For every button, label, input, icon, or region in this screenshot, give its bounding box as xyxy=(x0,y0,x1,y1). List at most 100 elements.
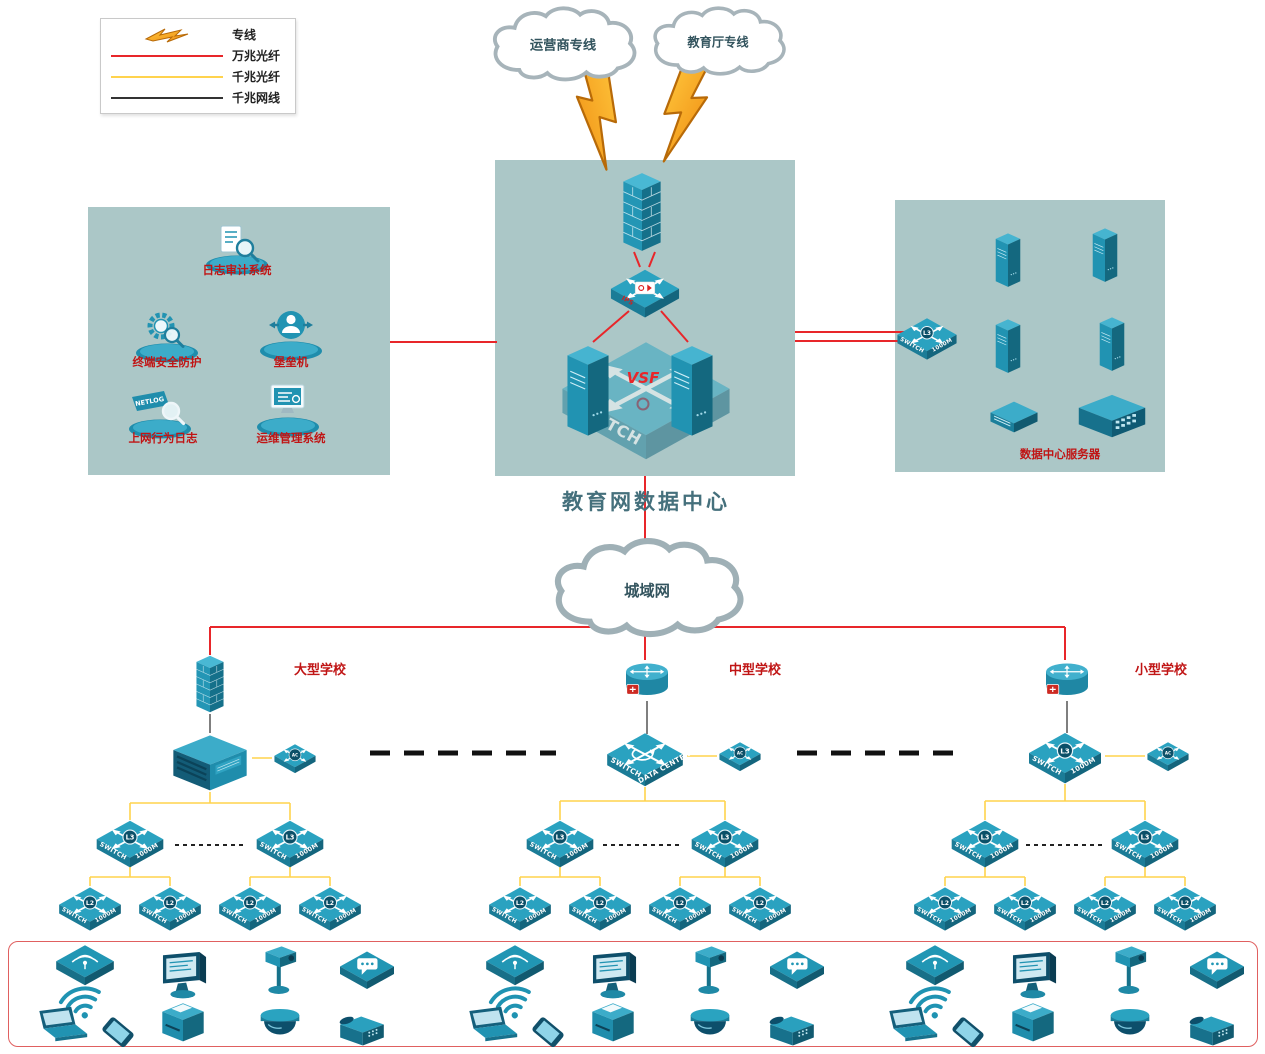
l3-badge: L3 xyxy=(923,331,931,337)
datacenter-switch: SWITCH 1000M L3 xyxy=(896,317,958,361)
smartphone-icon xyxy=(101,1016,135,1049)
l3-badge: L3 xyxy=(1060,746,1070,755)
medium-school-label: 中型学校 xyxy=(728,663,782,678)
education-line-cloud: 教育厅专线 xyxy=(653,6,786,76)
messaging-device-icon xyxy=(340,951,394,989)
vsf-label: VSF xyxy=(626,369,660,387)
l3-badge: L3 xyxy=(981,834,990,842)
legend-row-dedicated: 专线 xyxy=(111,24,285,45)
small-school-core-switch: SWITCH 1000M L3 xyxy=(1028,732,1102,785)
l2-badge: L2 xyxy=(166,900,174,907)
l2-badge: L2 xyxy=(756,900,764,907)
l2-badge: L2 xyxy=(596,900,604,907)
log-audit-icon xyxy=(206,225,268,275)
fax-phone-icon xyxy=(338,1015,384,1046)
camera-icon xyxy=(1115,946,1147,994)
large-school-ac-controller: AC xyxy=(273,743,317,774)
l3-badge: L3 xyxy=(1141,834,1150,842)
core-firewall xyxy=(622,172,662,252)
legend: 专线 万兆光纤 千兆光纤 千兆网线 xyxy=(100,18,296,114)
datacenter-server xyxy=(1092,228,1118,283)
l2-badge: L2 xyxy=(941,900,949,907)
education-cloud-label: 教育厅专线 xyxy=(686,34,749,49)
netlog-label: 上网行为日志 xyxy=(128,431,198,445)
desktop-icon xyxy=(162,951,207,1000)
ac-badge: AC xyxy=(737,751,743,756)
legend-row-1g-fiber: 千兆光纤 xyxy=(111,66,285,87)
l2-badge: L2 xyxy=(1101,900,1109,907)
storage-device xyxy=(990,401,1038,433)
camera-icon xyxy=(695,946,727,994)
ops-management-icon xyxy=(257,384,319,437)
legend-row-10g-fiber: 万兆光纤 xyxy=(111,45,285,66)
datacenter-server xyxy=(1099,317,1125,372)
ac-badge: AC xyxy=(1165,751,1171,756)
fax-phone-icon xyxy=(768,1015,814,1046)
man-cloud: 城域网 xyxy=(536,538,758,640)
desktop-icon xyxy=(592,951,637,1000)
dome-camera-icon xyxy=(260,1008,300,1036)
small-school-router xyxy=(1045,662,1089,696)
medium-school-ac-controller: AC xyxy=(718,741,762,772)
l2-badge: L2 xyxy=(86,900,94,907)
printer-icon xyxy=(591,1002,635,1043)
datacenter-title: 教育网数据中心 xyxy=(562,490,730,514)
dome-camera-icon xyxy=(690,1008,730,1036)
laptop-icon xyxy=(39,1006,88,1042)
l2-badge: L2 xyxy=(246,900,254,907)
vsf-server-2 xyxy=(670,345,714,437)
legend-label: 万兆光纤 xyxy=(232,49,281,63)
l3-badge: L3 xyxy=(286,834,295,842)
terminal-security-label: 终端安全防护 xyxy=(132,355,202,369)
medium-school-router xyxy=(625,662,669,696)
datacenter-server xyxy=(995,319,1021,374)
messaging-device-icon xyxy=(1190,951,1244,989)
datacenter-server xyxy=(995,233,1021,288)
l3-badge: L3 xyxy=(556,834,565,842)
ops-management-label: 运维管理系统 xyxy=(256,431,326,445)
small-school-ac-controller: AC xyxy=(1146,741,1190,772)
terminal-security-icon xyxy=(136,312,198,363)
legend-label: 千兆网线 xyxy=(232,91,281,105)
dome-camera-icon xyxy=(1110,1008,1150,1036)
server-chassis xyxy=(1078,394,1146,438)
printer-icon xyxy=(1011,1002,1055,1043)
large-school-label: 大型学校 xyxy=(293,663,347,678)
vsf-server-1 xyxy=(566,345,610,437)
ips-device: IPS xyxy=(610,268,680,319)
small-school-label: 小型学校 xyxy=(1134,663,1188,678)
legend-row-1g-cable: 千兆网线 xyxy=(111,87,285,108)
large-school-firewall xyxy=(196,655,224,713)
l2-badge: L2 xyxy=(516,900,524,907)
red-line-swatch xyxy=(111,54,223,57)
bastion-host-icon xyxy=(260,311,322,361)
l2-badge: L2 xyxy=(676,900,684,907)
carrier-line-cloud: 运营商专线 xyxy=(492,6,637,82)
server-zone-label: 数据中心服务器 xyxy=(1019,447,1101,461)
man-cloud-label: 城域网 xyxy=(624,582,670,600)
fax-phone-icon xyxy=(1188,1015,1234,1046)
black-line-swatch xyxy=(111,96,223,99)
large-school-core xyxy=(172,734,248,792)
terminal-devices-strip xyxy=(8,941,1258,1047)
ac-badge: AC xyxy=(292,753,298,758)
laptop-icon xyxy=(889,1006,938,1042)
legend-label: 千兆光纤 xyxy=(232,70,281,84)
